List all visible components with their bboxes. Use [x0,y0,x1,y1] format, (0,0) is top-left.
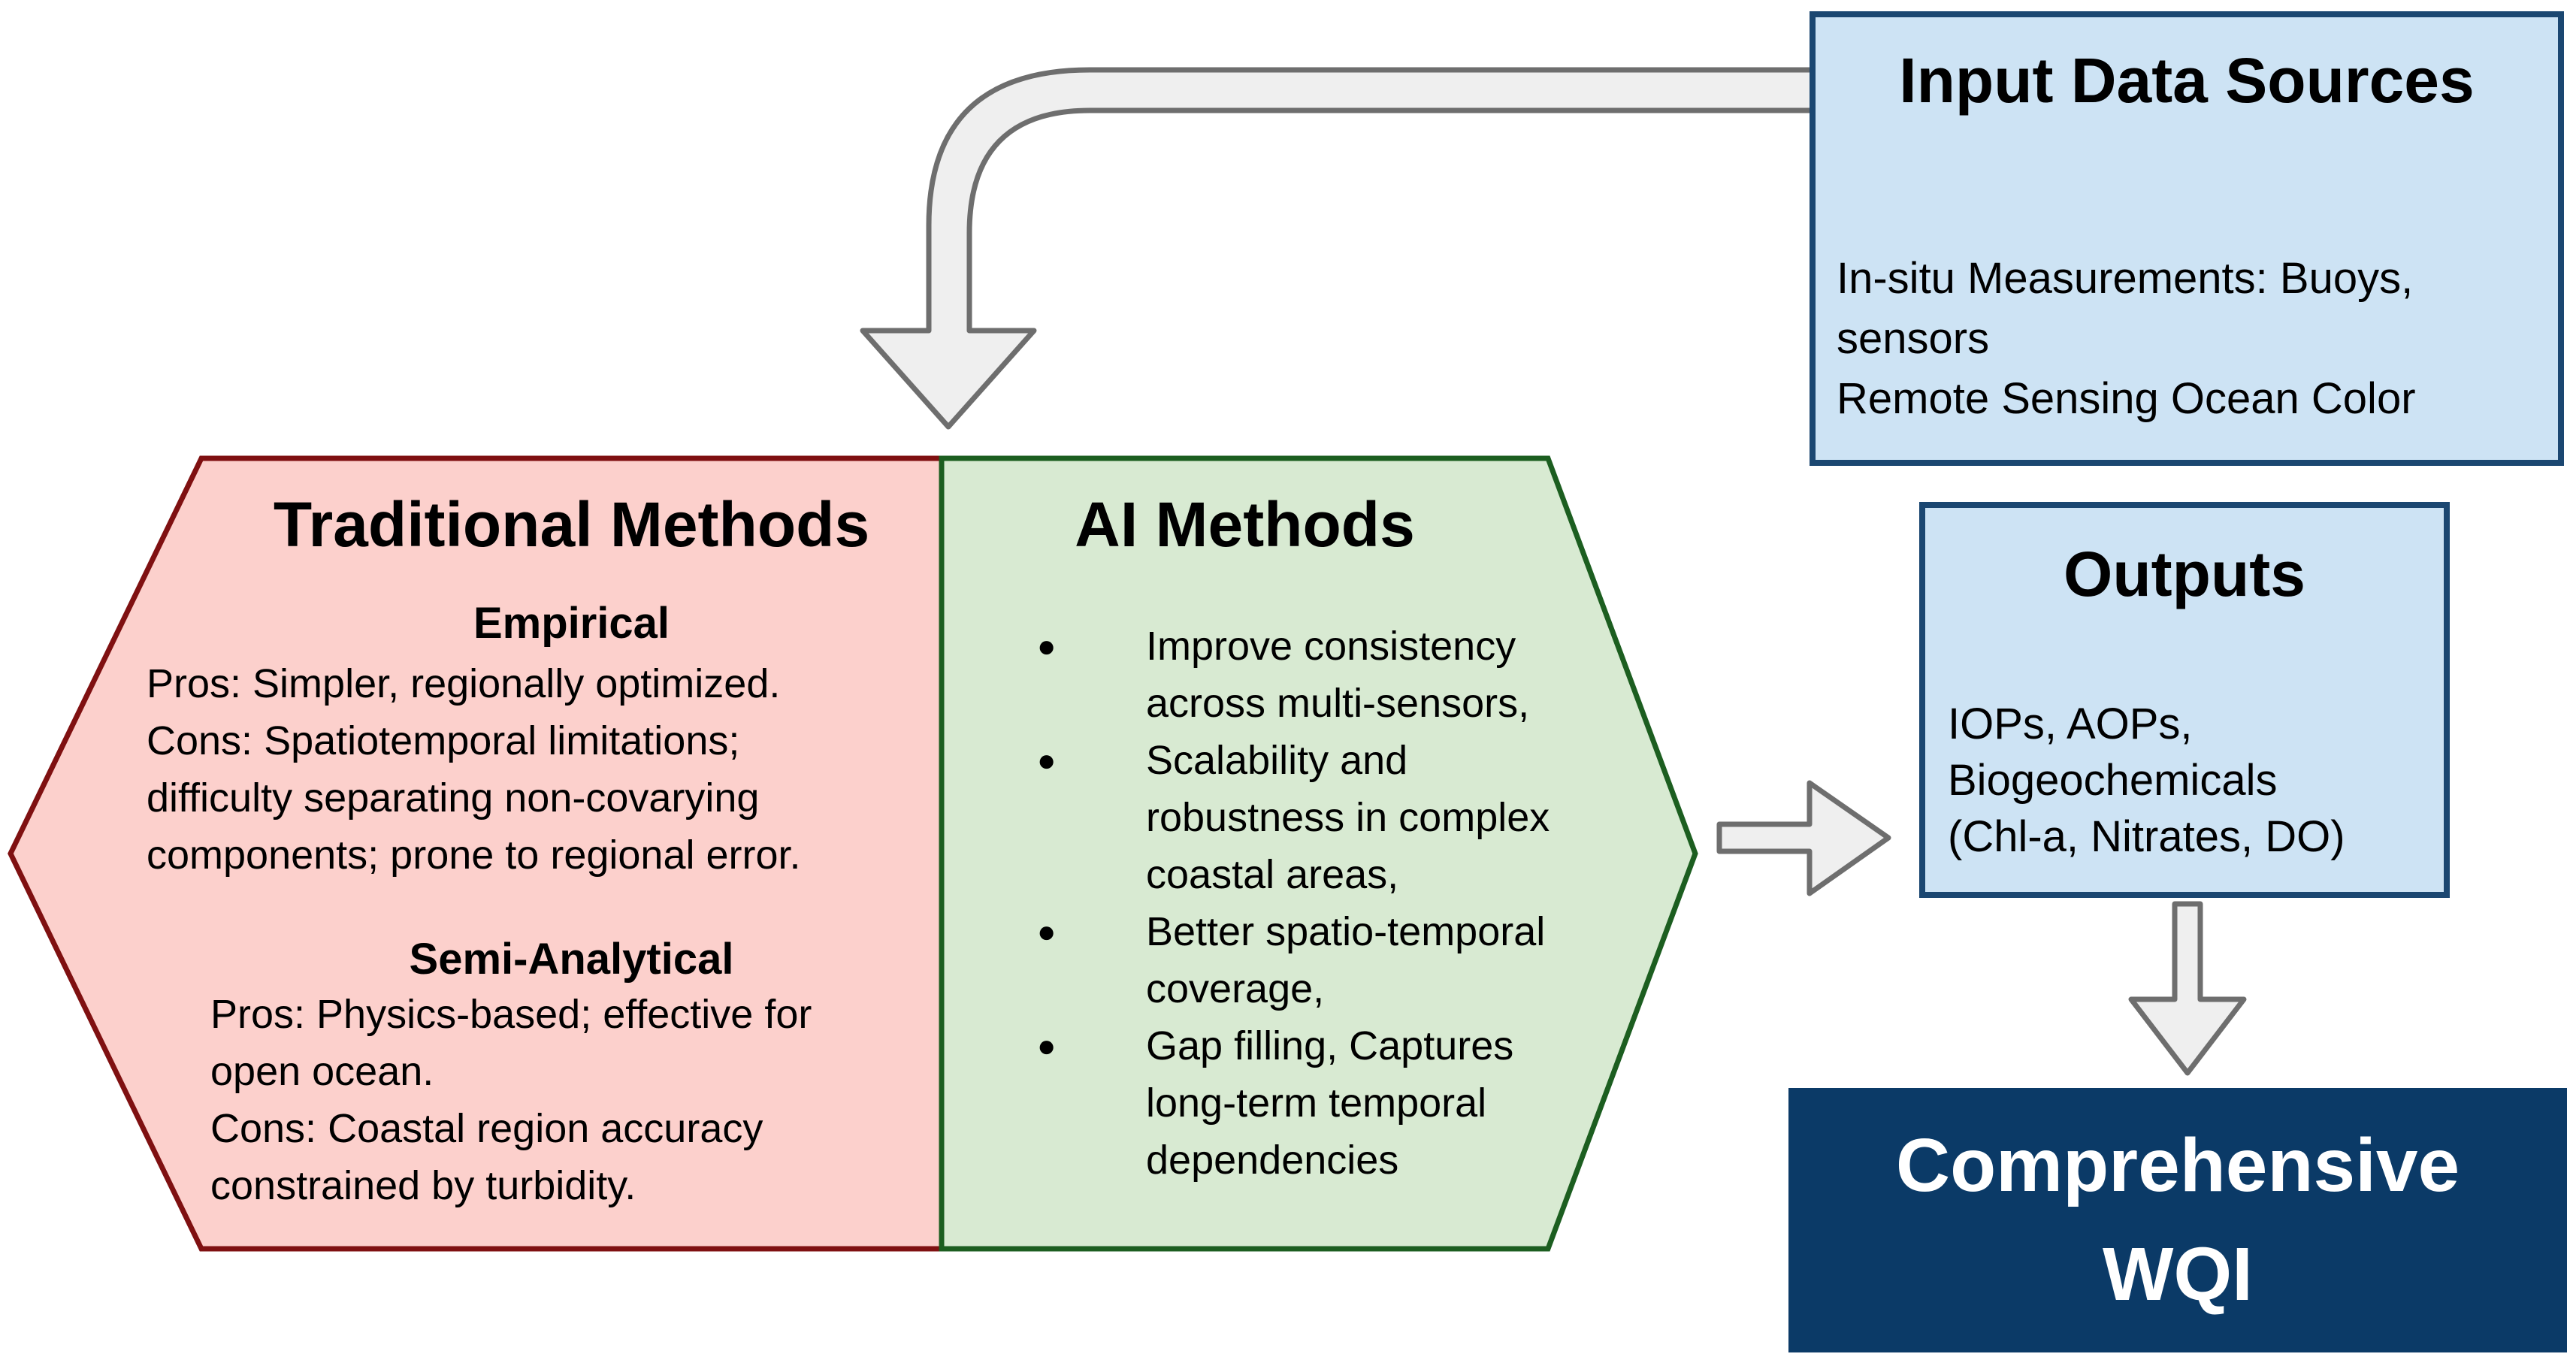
ai-methods-hexagon [939,455,1698,1252]
methods-to-outputs-arrow-icon [1716,780,1891,896]
bullet-icon: ● [1037,1028,1057,1063]
outputs-body: IOPs, AOPs,Biogeochemicals(Chl-a, Nitrat… [1948,700,2345,861]
input-data-sources-title: Input Data Sources [1899,45,2475,116]
traditional-methods-hexagon [8,455,945,1252]
input-to-methods-elbow-arrow-icon [860,67,1818,430]
empirical-heading: Empirical [473,599,670,648]
outputs-title: Outputs [2064,539,2305,609]
bullet-icon: ● [1037,742,1057,778]
empirical-body: Pros: Simpler, regionally optimized.Cons… [147,661,801,878]
input-data-sources-box: Input Data Sources In-situ Measurements:… [1810,11,2564,466]
bullet-icon: ● [1037,914,1057,949]
semi-analytical-heading: Semi-Analytical [409,935,734,984]
traditional-methods-title: Traditional Methods [273,489,870,560]
bullet-icon: ● [1037,628,1057,663]
ai-methods-title: AI Methods [1075,489,1415,560]
outputs-box: Outputs IOPs, AOPs,Biogeochemicals(Chl-a… [1919,502,2450,898]
outputs-to-wqi-arrow-icon [2128,901,2247,1076]
